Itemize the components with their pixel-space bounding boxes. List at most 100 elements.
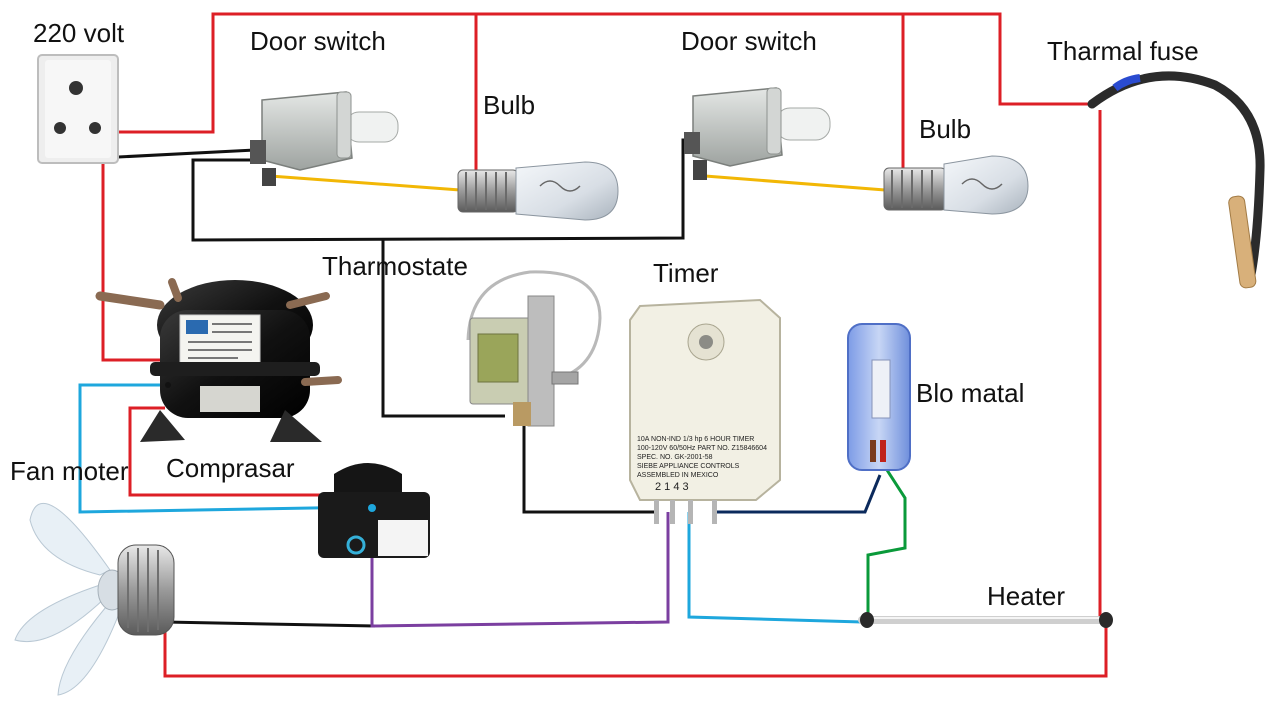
defrost-heater [858, 612, 1113, 628]
fan-wires [78, 383, 863, 624]
label-220-volt: 220 volt [33, 18, 125, 48]
timer-plate-line2: 100-120V 60/50Hz PART NO. Z15846604 [637, 445, 767, 452]
compressor-foot-left [140, 410, 185, 442]
thermostat-bracket [527, 295, 555, 427]
bimetal-lead-red [880, 440, 886, 462]
bimetal-wire [866, 469, 907, 622]
junction-points [165, 382, 376, 512]
thermal-fuse-cable [1087, 71, 1265, 285]
bulb-2-base [883, 167, 947, 211]
thermal-fuse-body [1228, 195, 1257, 289]
timer-out-wire [714, 474, 882, 514]
compressor-sticker-2 [200, 386, 260, 412]
label-thermostat: Tharmostate [322, 251, 468, 281]
power-socket [37, 54, 119, 164]
bimetal-sensor [847, 323, 911, 471]
label-timer: Timer [653, 258, 719, 288]
compressor-sticker-blue [186, 320, 208, 334]
lamp-wire-2 [704, 174, 886, 192]
start-relay [318, 463, 430, 558]
door-switch-1-plunger [345, 111, 399, 143]
compressor-pipe-left [95, 291, 165, 310]
door-switch-1 [250, 91, 399, 186]
fan-blade-bottom [57, 599, 123, 696]
door-switch-1-terminal-a [250, 140, 266, 164]
thermostat-coil [477, 333, 519, 383]
lamp-wire-1 [269, 174, 461, 192]
neutral-wire-thermo-timer [522, 425, 656, 514]
label-thermal-fuse: Tharmal fuse [1047, 36, 1199, 66]
timer-plate-line1: 10A NON-IND 1/3 hp 6 HOUR TIMER [637, 436, 754, 443]
fan-wire-compressor [78, 383, 371, 514]
bulb-2-glass [943, 155, 1029, 215]
thermal-fuse [1087, 71, 1265, 289]
door-switch-1-terminal-b [262, 168, 276, 186]
label-fan-motor: Fan moter [10, 456, 129, 486]
relay-cap [334, 463, 402, 494]
compressor-base-band [150, 362, 320, 376]
timer-terminal-4 [688, 500, 693, 524]
neutral-wire-thermostat [381, 240, 505, 418]
door-switch-2-terminal-b [693, 160, 707, 180]
timer-terminal-3 [712, 500, 717, 524]
timer-terminal-numbers: 2 1 4 3 [655, 481, 689, 493]
socket-face [45, 60, 111, 158]
fan-blade-left [14, 584, 106, 643]
wires [59, 12, 1108, 678]
label-bimetal: Blo matal [916, 378, 1025, 408]
timer-plate-line3: SPEC. NO. GK-2001-58 [637, 454, 713, 461]
compressor-sticker-text [188, 323, 252, 359]
door-switch-2 [684, 87, 831, 180]
neutral-wire-fan [164, 620, 376, 628]
door-switch-2-plunger [775, 107, 831, 141]
socket-earth-hole [69, 81, 83, 95]
timer-terminal-2 [654, 500, 659, 524]
bulb-1-filament [539, 180, 581, 192]
door-switch-2-collar [766, 87, 782, 155]
socket-live-hole [89, 122, 101, 134]
thermal-fuse-blue-band [1112, 74, 1141, 92]
fan-blade-top [29, 502, 111, 576]
compressor-pipe-right [301, 376, 342, 386]
bimetal-lead-brown [870, 440, 876, 462]
timer-plate-line4: SIEBE APPLIANCE CONTROLS [637, 463, 740, 470]
bimetal-clip [871, 359, 891, 419]
relay-label-white [378, 520, 428, 556]
timer-terminal-1 [670, 500, 675, 524]
live-wire-bottom-return [163, 110, 1108, 678]
label-compressor: Comprasar [166, 453, 295, 483]
bulb-1-thread [465, 172, 507, 210]
bulb-1 [457, 161, 619, 221]
fan-motor-body [117, 544, 175, 636]
fan-motor [14, 502, 175, 696]
door-switch-1-collar [336, 91, 352, 159]
compressor-pipe-top-right [286, 292, 330, 309]
compressor [95, 278, 342, 442]
label-door-switch-1: Door switch [250, 26, 386, 56]
timer-plate-line5: ASSEMBLED IN MEXICO [637, 472, 719, 479]
thermostat-shaft [551, 371, 579, 385]
label-bulb-2: Bulb [919, 114, 972, 144]
label-heater: Heater [987, 581, 1066, 611]
compressor-foot-right [270, 410, 322, 442]
compressor-pipe-top-left [168, 278, 182, 302]
label-door-switch-2: Door switch [681, 26, 817, 56]
socket-neutral-hole [54, 122, 66, 134]
junction-compressor [165, 382, 171, 388]
bulb-2 [883, 155, 1029, 215]
defrost-timer: 10A NON-IND 1/3 hp 6 HOUR TIMER 100-120V… [629, 298, 781, 524]
door-switch-2-terminal-a [684, 132, 700, 154]
relay-logo [346, 535, 366, 555]
lamp-wires [269, 174, 886, 192]
thermostat-capillary [466, 270, 602, 380]
bulb-2-thread [891, 170, 933, 208]
timer-knob [699, 335, 713, 349]
heater-end-right [1099, 612, 1113, 628]
relay-wire [370, 512, 670, 628]
heater-end-left [860, 612, 874, 628]
junction-relay [368, 504, 376, 512]
thermostat-terminal [513, 402, 531, 426]
thermostat [466, 270, 602, 427]
